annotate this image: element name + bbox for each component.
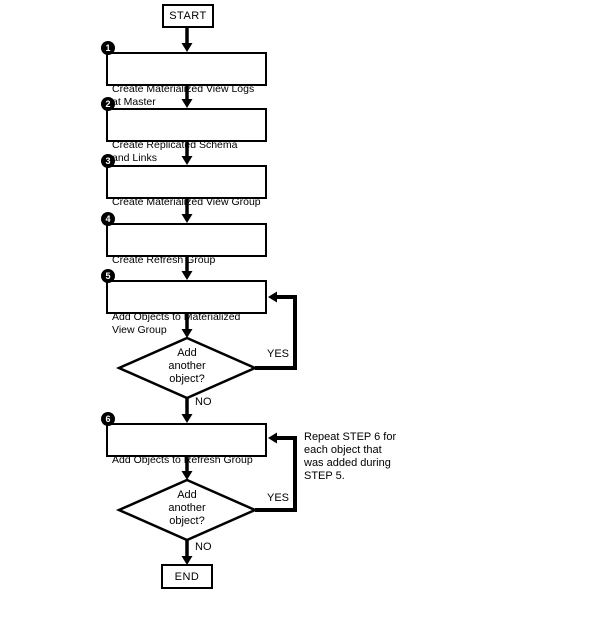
arrow-step4-to-step5 — [181, 257, 193, 280]
step-6-box: 6 Add Objects to Refresh Group — [101, 412, 267, 466]
repeat-step6-note: Repeat STEP 6 for each object that was a… — [304, 431, 397, 482]
arrow-step5-to-decision1 — [181, 314, 193, 338]
arrow-start-to-step1 — [181, 28, 193, 52]
step-6-label: Add Objects to Refresh Group — [112, 454, 253, 466]
step-4-label: Create Refresh Group — [112, 254, 216, 266]
end-label: END — [174, 570, 200, 583]
step-2-box: 2 Create Replicated Schema and Links — [101, 97, 267, 164]
decision1-yes-label: YES — [266, 348, 289, 360]
step-3-badge: 3 — [101, 154, 115, 168]
step-3-label: Create Materialized View Group — [112, 196, 261, 208]
step-5-badge: 5 — [101, 269, 115, 283]
decision2-diamond — [115, 478, 259, 542]
step-2-label: Create Replicated Schema and Links — [112, 139, 238, 164]
decision1-diamond — [115, 336, 259, 400]
arrow-step6-to-decision2 — [181, 457, 193, 480]
decision1-no-label: NO — [195, 396, 212, 408]
step-3-box: 3 Create Materialized View Group — [101, 154, 267, 208]
step-2-badge: 2 — [101, 97, 115, 111]
arrow-step1-to-step2 — [181, 86, 193, 108]
flow-arrows — [181, 28, 193, 565]
step-1-box: 1 Create Materialized View Logs at Maste… — [101, 41, 267, 108]
step-5-label: Add Objects to Materialized View Group — [112, 311, 241, 336]
arrow-step2-to-step3 — [181, 142, 193, 165]
arrow-decision1-to-step6 — [181, 398, 193, 423]
decision2-label: Add another object? — [168, 489, 206, 527]
arrow-step3-to-step4 — [181, 199, 193, 223]
step-4-badge: 4 — [101, 212, 115, 226]
decision2-yes-label: YES — [266, 492, 289, 504]
start-node: START — [162, 4, 214, 28]
step-6-badge: 6 — [101, 412, 115, 426]
loop-arrow-decision2-to-step6 — [255, 432, 297, 512]
arrow-decision2-to-end — [181, 540, 193, 565]
decision2-no-label: NO — [195, 541, 212, 553]
step-4-box: 4 Create Refresh Group — [101, 212, 267, 266]
step-1-label: Create Materialized View Logs at Master — [112, 83, 255, 108]
step-5-box: 5 Add Objects to Materialized View Group — [101, 269, 267, 336]
end-node: END — [161, 564, 213, 589]
start-label: START — [169, 10, 207, 22]
loop-arrow-decision1-to-step5 — [255, 291, 297, 370]
decision1-label: Add another object? — [168, 347, 206, 385]
step-1-badge: 1 — [101, 41, 115, 55]
